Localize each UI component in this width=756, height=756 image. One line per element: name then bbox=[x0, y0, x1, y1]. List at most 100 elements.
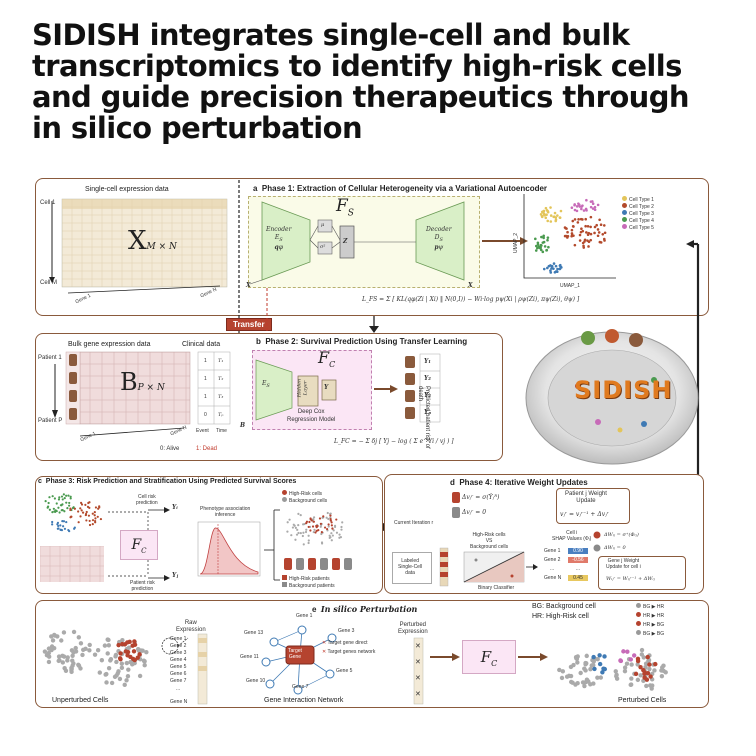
scatter-dot bbox=[104, 680, 109, 685]
transition-1: BG ▶ HR bbox=[636, 603, 664, 610]
scatter-dot bbox=[113, 654, 118, 659]
scatter-dot bbox=[290, 534, 293, 537]
hr-patient-swatch bbox=[282, 575, 287, 580]
scatter-dot bbox=[596, 234, 600, 238]
scatter-dot bbox=[585, 198, 588, 202]
scatter-dot bbox=[118, 651, 123, 656]
bg-patient-swatch bbox=[282, 582, 287, 587]
target-direct-label: ✕ Target gene direct bbox=[322, 640, 368, 646]
scatter-dot bbox=[92, 652, 98, 657]
phase4-weq1: ΔWᵢⱼ = σ⁺(Φᵢⱼ) bbox=[604, 532, 639, 538]
scatter-dot bbox=[59, 504, 63, 507]
scatter-dot bbox=[109, 680, 115, 686]
scatter-dot bbox=[102, 643, 108, 648]
scatter-dot bbox=[581, 204, 584, 207]
scatter-dot bbox=[69, 497, 72, 500]
scatter-dot bbox=[60, 509, 63, 512]
scatter-dot bbox=[68, 504, 71, 507]
scatter-dot bbox=[549, 269, 552, 272]
scatter-dot bbox=[51, 645, 57, 651]
scatter-dot bbox=[644, 683, 649, 689]
scatter-dot bbox=[335, 531, 339, 534]
risk-y1: Y₁ bbox=[424, 358, 431, 365]
scatter-dot bbox=[63, 497, 66, 500]
scatter-dot bbox=[56, 521, 60, 524]
scatter-dot bbox=[621, 649, 626, 654]
scatter-dot bbox=[602, 654, 607, 659]
scatter-dot bbox=[591, 654, 596, 660]
scatter-dot bbox=[307, 534, 310, 537]
labeled-box bbox=[392, 552, 432, 584]
event-val-2: 1 bbox=[204, 376, 207, 382]
scatter-dot bbox=[553, 270, 557, 274]
sc-matrix-symbol: XM × N bbox=[128, 226, 177, 256]
scatter-dot bbox=[602, 237, 606, 241]
transition-4: BG ▶ BG bbox=[636, 630, 664, 637]
scatter-dot bbox=[311, 525, 315, 528]
scatter-dot bbox=[84, 503, 87, 506]
scatter-dot bbox=[539, 246, 542, 249]
scatter-dot bbox=[333, 525, 337, 528]
scatter-dot bbox=[142, 663, 147, 668]
scatter-dot bbox=[85, 510, 88, 514]
scatter-dot bbox=[327, 523, 330, 526]
scatter-dot bbox=[83, 646, 88, 652]
fs-label: FS bbox=[336, 196, 354, 219]
scatter-dot bbox=[556, 267, 559, 271]
scatter-dot bbox=[47, 501, 50, 505]
headline-line-4: in silico perturbation bbox=[32, 111, 363, 145]
svg-text:✕: ✕ bbox=[415, 642, 421, 650]
scatter-dot bbox=[539, 248, 543, 252]
scatter-dot bbox=[58, 511, 61, 514]
scatter-dot bbox=[129, 660, 134, 665]
scatter-dot bbox=[91, 519, 95, 522]
phase1-loss: L_FS = Σ [ KL(qφ(Zi | Xi) ‖ N(0,I)) − Wi… bbox=[362, 296, 580, 303]
scatter-dot bbox=[319, 522, 323, 525]
scatter-dot bbox=[330, 539, 333, 542]
phase5-title: e In silico Perturbation bbox=[312, 604, 418, 614]
scatter-dot bbox=[126, 667, 131, 672]
event-val-4: 0 bbox=[204, 412, 207, 418]
scatter-dot bbox=[543, 245, 547, 248]
scatter-dot bbox=[48, 508, 51, 511]
scatter-dot bbox=[332, 529, 335, 532]
scatter-dot bbox=[313, 528, 316, 531]
shap-gene-2: Gene 2 bbox=[544, 557, 561, 563]
scatter-dot bbox=[73, 645, 78, 651]
shap-val-1: 0.90 bbox=[568, 548, 588, 554]
xi-in-label: X bbox=[246, 282, 251, 289]
scatter-dot bbox=[68, 501, 71, 505]
scatter-dot bbox=[327, 517, 330, 521]
scatter-dot bbox=[60, 495, 64, 498]
arrow-to-shap bbox=[526, 564, 538, 570]
scatter-dot bbox=[137, 652, 142, 657]
scatter-dot bbox=[593, 231, 596, 235]
scatter-dot bbox=[42, 649, 48, 654]
scatter-dot bbox=[649, 686, 654, 691]
scatter-dot bbox=[589, 232, 593, 236]
scatter-dot bbox=[99, 658, 105, 663]
scatter-dot bbox=[550, 264, 554, 268]
scatter-dot bbox=[631, 653, 637, 658]
risk-label: Predicted patient risk of death bbox=[417, 386, 430, 449]
scatter-dot bbox=[88, 506, 91, 509]
phase5-fc-box: FC bbox=[462, 640, 516, 674]
scatter-dot bbox=[598, 675, 604, 680]
scatter-dot bbox=[560, 669, 566, 674]
scatter-dot bbox=[312, 530, 315, 534]
gene-update-eq: Wᵢⱼʳ = Wᵢⱼʳ⁻¹ + ΔWᵢⱼ bbox=[606, 576, 655, 582]
scatter-dot bbox=[85, 519, 88, 522]
gin-label: Gene Interaction Network bbox=[264, 697, 344, 704]
scatter-dot bbox=[55, 634, 60, 639]
scatter-dot bbox=[46, 506, 49, 509]
scatter-dot bbox=[549, 206, 552, 209]
patient1-label: Patient 1 bbox=[38, 355, 62, 361]
scatter-dot bbox=[87, 642, 92, 648]
net-gene-5: Gene 5 bbox=[336, 668, 353, 674]
scatter-dot bbox=[327, 525, 330, 528]
scatter-dot bbox=[132, 660, 137, 666]
scatter-dot bbox=[622, 668, 628, 674]
event-val-3: 1 bbox=[204, 394, 207, 400]
raw-gene-1: Gene 1 bbox=[170, 636, 187, 642]
